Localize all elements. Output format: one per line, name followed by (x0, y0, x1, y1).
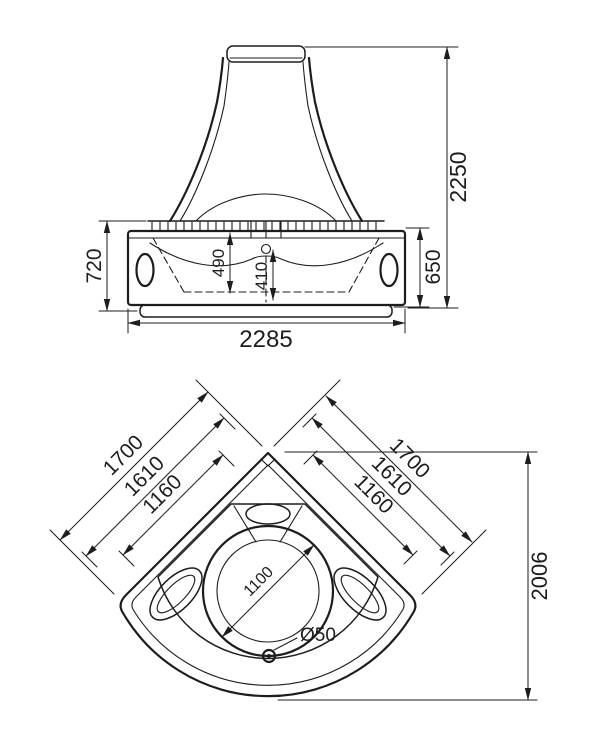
center-fixture (250, 220, 282, 303)
left-side-dimensions: 1160 1610 1700 (49, 379, 263, 595)
dim-port-height: 410 (252, 249, 277, 301)
dim-rim-depth-label: 490 (209, 249, 228, 277)
fixture-port-circle (260, 243, 272, 255)
dim-base-height-right: 650 (393, 227, 445, 308)
dim-base-height-left: 720 (83, 220, 147, 312)
right-seat (333, 567, 387, 621)
left-anchor-slot (135, 252, 155, 288)
drain-label: Ø50 (300, 625, 336, 646)
front-view: 2250 650 720 490 410 2285 (83, 45, 471, 353)
basin-circle-inner (216, 539, 320, 643)
right-anchor-slot (379, 252, 399, 288)
dim-overall-depth: 2006 (277, 451, 552, 701)
basin-wall (157, 503, 379, 660)
top-cap (226, 45, 306, 63)
drain-dot (267, 654, 271, 658)
funnel-lines (233, 505, 303, 543)
dim-overall-height: 2250 (304, 46, 471, 309)
headrest (245, 503, 291, 525)
backrest-column (168, 56, 364, 223)
dim-overall-width: 2285 (127, 308, 406, 353)
dim-port-height-label: 410 (252, 262, 271, 290)
dim-overall-height-label: 2250 (445, 151, 471, 202)
drain-circle (261, 648, 277, 664)
dim-basin-diameter-label: 1100 (241, 564, 277, 600)
corner-marks (260, 458, 276, 467)
dim-basin-diameter: 1100 (221, 544, 315, 638)
dim-overall-depth-label: 2006 (527, 552, 552, 601)
right-side-dimensions: 1160 1610 1700 (273, 379, 487, 595)
tub-inner-rim (131, 464, 405, 686)
dim-base-height-left-label: 720 (83, 248, 106, 283)
dim-base-height-right-label: 650 (422, 249, 445, 284)
drain-leader-line (273, 637, 298, 651)
base-plinth (139, 304, 393, 318)
plan-view: Ø50 1100 1160 1610 1700 1160 1610 1700 (49, 379, 552, 701)
tub-outer-rim (119, 451, 417, 698)
dim-overall-width-label: 2285 (239, 326, 292, 353)
dim-rim-depth: 490 (209, 232, 234, 294)
left-seat (149, 567, 203, 621)
